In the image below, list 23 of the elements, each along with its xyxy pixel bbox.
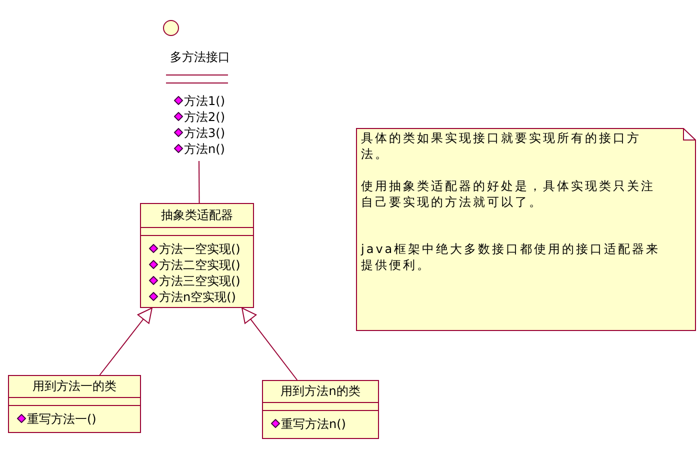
method-name: 方法2(): [184, 110, 225, 124]
method-name: 方法n空实现(): [159, 290, 236, 304]
class-name: 抽象类适配器: [161, 208, 233, 222]
connector-line: [198, 160, 200, 204]
class-name: 用到方法n的类: [280, 384, 360, 398]
method-name: 方法一空实现(): [159, 242, 240, 256]
class-box: [262, 380, 379, 439]
method-name: 方法二空实现(): [159, 258, 240, 272]
method-name: 重写方法n(): [281, 417, 346, 431]
class-name: 用到方法一的类: [32, 379, 116, 393]
note-text: java框架中绝大多数接口都使用的接口适配器来提供便利。: [361, 241, 661, 273]
method-name: 重写方法一(): [27, 412, 96, 426]
generalization-arrow: [242, 308, 298, 380]
method-name: 方法3(): [184, 126, 225, 140]
class-box: [8, 375, 141, 433]
method-name: 方法1(): [184, 94, 225, 108]
method-name: 方法n(): [184, 142, 225, 156]
note-text: 使用抽象类适配器的好处是，具体实现类只关注自己要实现的方法就可以了。: [361, 178, 656, 210]
method-name: 方法三空实现(): [159, 274, 240, 288]
interface-name: 多方法接口: [170, 50, 230, 64]
note-text: 具体的类如果实现接口就要实现所有的接口方法。: [361, 130, 642, 162]
class-box: [140, 203, 254, 308]
generalization-arrow: [99, 308, 152, 376]
